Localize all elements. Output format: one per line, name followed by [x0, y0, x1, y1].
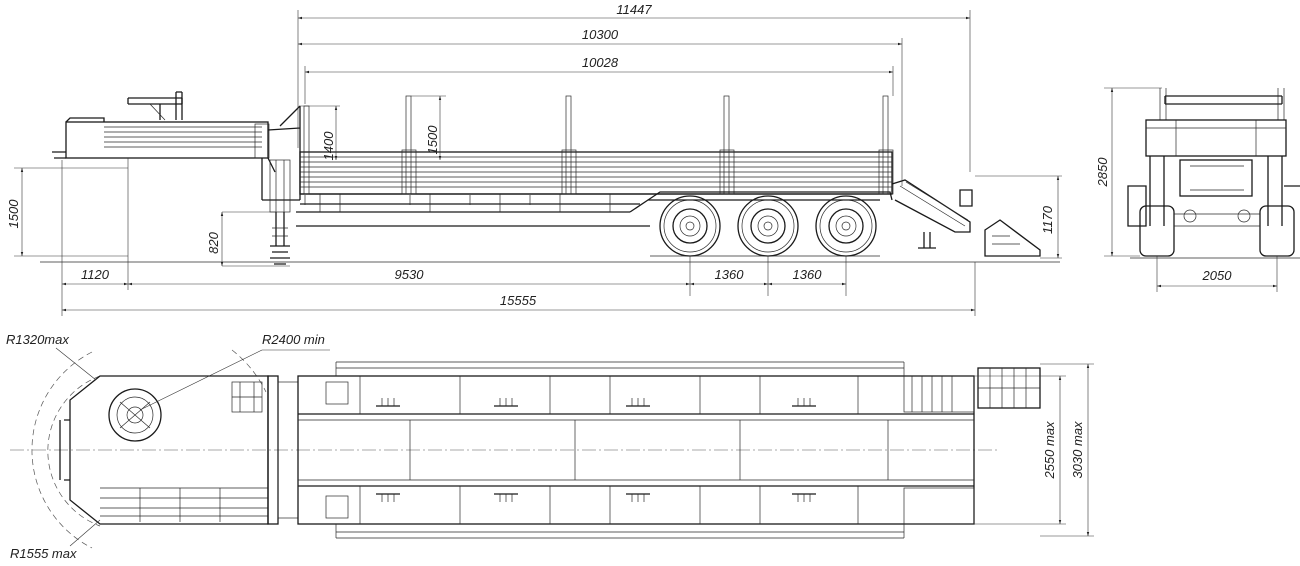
deck	[296, 95, 894, 227]
dim-9530: 9530	[395, 267, 425, 282]
rear-ramp	[891, 179, 1041, 257]
wheel-3	[815, 195, 877, 257]
dim-1400: 1400	[321, 131, 336, 161]
top-view: R1320max R2400 min R1555 max 2550 max 30…	[6, 332, 1094, 561]
stakes	[303, 95, 894, 195]
dim-1170: 1170	[1040, 205, 1055, 234]
wheel-1	[659, 195, 721, 257]
dim-r2400min: R2400 min	[262, 332, 325, 347]
deck-plan	[267, 361, 1041, 539]
dim-3030max: 3030 max	[1070, 421, 1085, 479]
dim-1120: 1120	[81, 267, 110, 282]
dim-10028: 10028	[582, 55, 619, 70]
side-view: 11447 10300 10028 1400 1500 1500	[6, 2, 1062, 316]
bogie	[647, 191, 893, 257]
wheel-2	[737, 195, 799, 257]
dim-1360-a: 1360	[715, 267, 745, 282]
top-dimensions: R1320max R2400 min R1555 max 2550 max 30…	[6, 332, 1094, 561]
dim-820: 820	[206, 231, 221, 253]
dim-2050: 2050	[1202, 268, 1233, 283]
dim-r1320max: R1320max	[6, 332, 69, 347]
side-dimensions: 11447 10300 10028 1400 1500 1500	[6, 2, 1062, 316]
dim-11447: 11447	[616, 2, 652, 17]
dim-15555: 15555	[500, 293, 537, 308]
gooseneck	[52, 91, 301, 265]
dim-2550max: 2550 max	[1042, 421, 1057, 480]
dim-r1555max: R1555 max	[10, 546, 77, 561]
rear-view: 2850 2050	[1095, 87, 1300, 292]
ramps-plan	[977, 367, 1041, 409]
dim-1360-b: 1360	[793, 267, 823, 282]
dim-10300: 10300	[582, 27, 619, 42]
deck-fittings	[376, 398, 816, 502]
dim-1500-stake: 1500	[425, 125, 440, 155]
dim-2850: 2850	[1095, 157, 1110, 188]
dim-1500-coupling: 1500	[6, 199, 21, 229]
